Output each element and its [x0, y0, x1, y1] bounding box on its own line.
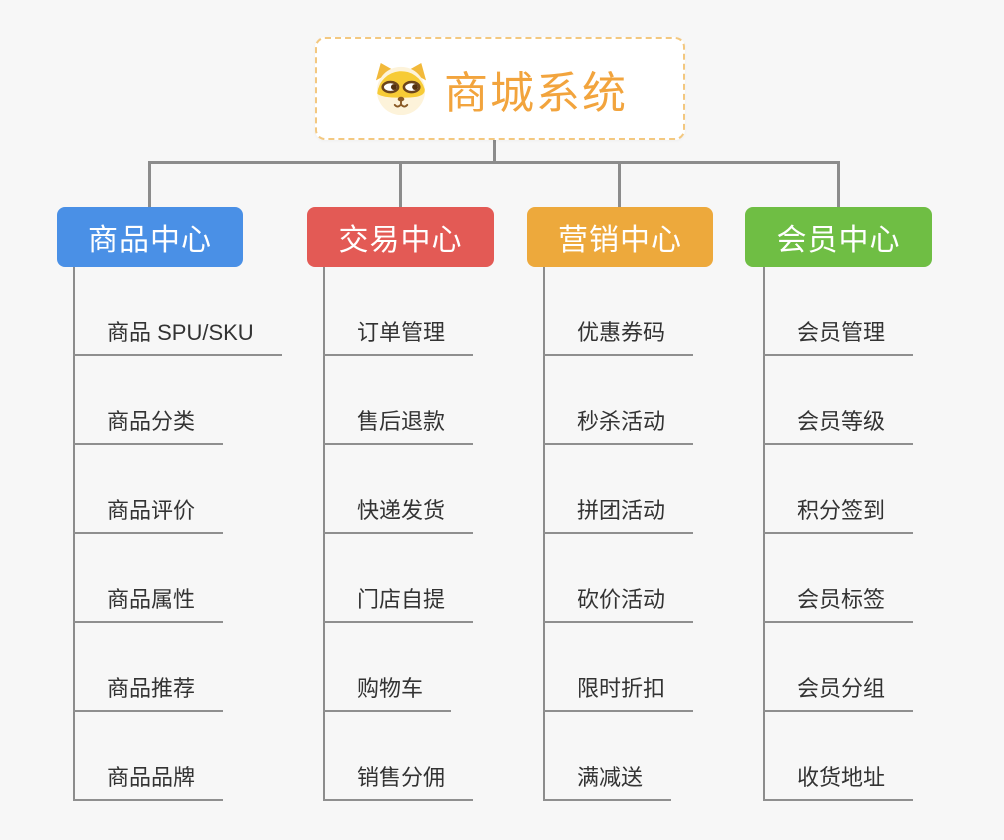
root-node-mall-system[interactable]: 商城系统 [315, 37, 685, 140]
leaf-shopping-cart[interactable]: 购物车 [323, 676, 452, 712]
branch-product-center[interactable]: 商品中心 [57, 207, 243, 267]
spine-trade-center [323, 267, 325, 801]
leaf-product-review[interactable]: 商品评价 [73, 498, 224, 534]
connector-drop-member [837, 161, 840, 208]
leaf-sales-commission[interactable]: 销售分佣 [323, 765, 474, 801]
leaf-member-group[interactable]: 会员分组 [763, 676, 914, 712]
leaf-member-level[interactable]: 会员等级 [763, 409, 914, 445]
leaf-product-recommend[interactable]: 商品推荐 [73, 676, 224, 712]
leaf-product-brand[interactable]: 商品品牌 [73, 765, 224, 801]
connector-drop-marketing [618, 161, 621, 208]
leaf-points-checkin[interactable]: 积分签到 [763, 498, 914, 534]
connector-bus [149, 161, 840, 164]
spine-member-center [763, 267, 765, 801]
connector-root-stem [493, 138, 496, 164]
connector-drop-trade [399, 161, 402, 208]
leaf-full-reduction[interactable]: 满减送 [543, 765, 672, 801]
spine-marketing-center [543, 267, 545, 801]
leaf-express-shipping[interactable]: 快递发货 [323, 498, 474, 534]
leaf-product-spu-sku[interactable]: 商品 SPU/SKU [73, 320, 282, 356]
leaf-member-management[interactable]: 会员管理 [763, 320, 914, 356]
spine-product-center [73, 267, 75, 801]
leaf-order-management[interactable]: 订单管理 [323, 320, 474, 356]
branch-member-center[interactable]: 会员中心 [745, 207, 932, 267]
shiba-dog-icon [375, 62, 427, 115]
leaf-product-attribute[interactable]: 商品属性 [73, 587, 224, 623]
leaf-product-category[interactable]: 商品分类 [73, 409, 224, 445]
leaf-coupon-code[interactable]: 优惠券码 [543, 320, 694, 356]
leaf-group-buy[interactable]: 拼团活动 [543, 498, 694, 534]
branch-trade-center[interactable]: 交易中心 [307, 207, 494, 267]
connector-drop-product [148, 161, 151, 208]
leaf-shipping-address[interactable]: 收货地址 [763, 765, 914, 801]
leaf-limited-time-discount[interactable]: 限时折扣 [543, 676, 694, 712]
leaf-aftersale-refund[interactable]: 售后退款 [323, 409, 474, 445]
branch-marketing-center[interactable]: 营销中心 [527, 207, 713, 267]
leaf-bargain-activity[interactable]: 砍价活动 [543, 587, 694, 623]
root-title: 商城系统 [444, 68, 628, 118]
leaf-store-pickup[interactable]: 门店自提 [323, 587, 474, 623]
leaf-member-tag[interactable]: 会员标签 [763, 587, 914, 623]
leaf-flash-sale[interactable]: 秒杀活动 [543, 409, 694, 445]
